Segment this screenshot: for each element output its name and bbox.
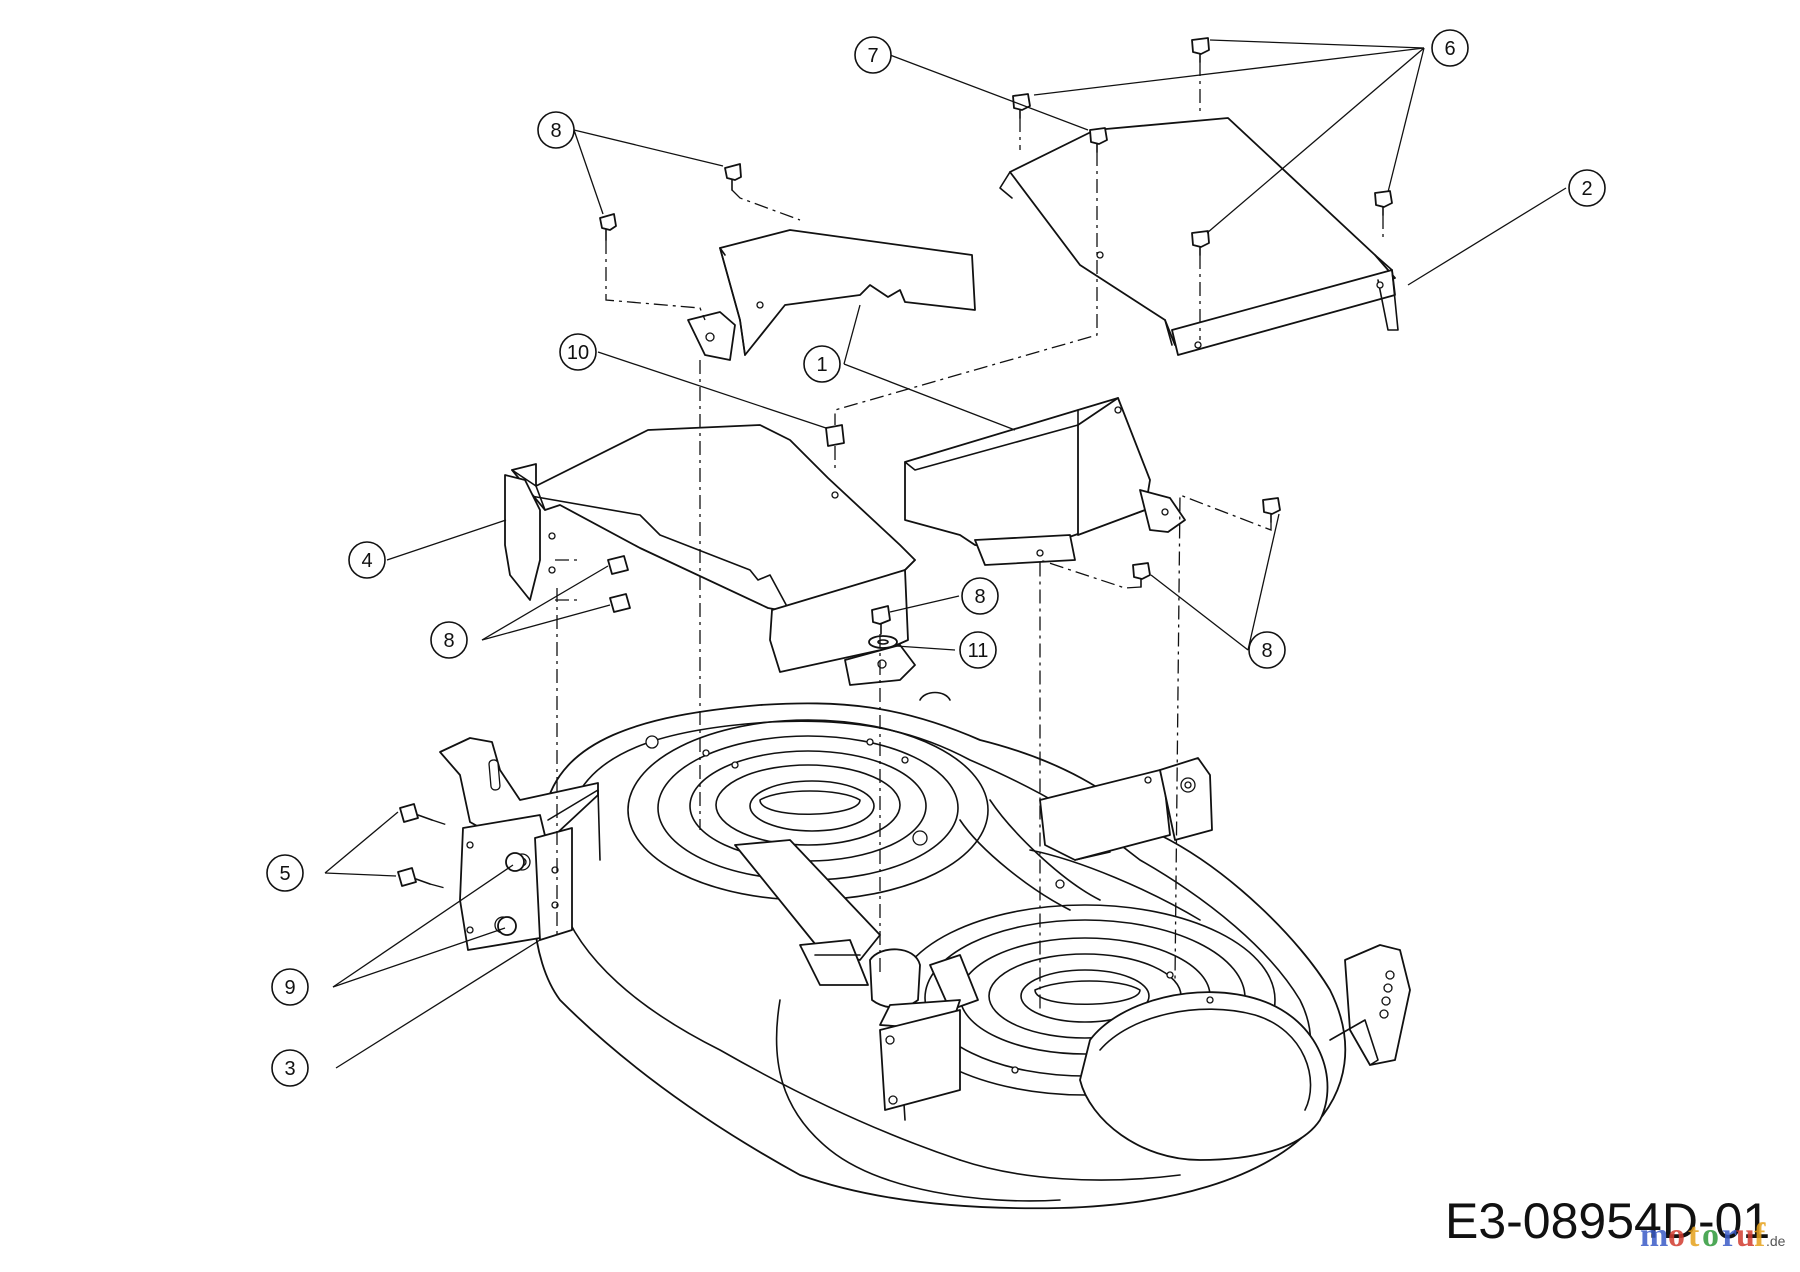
- assembly-lines: [429, 62, 1384, 1015]
- svg-text:t: t: [1688, 1217, 1700, 1254]
- fasteners: [397, 37, 1393, 936]
- svg-text:8: 8: [443, 630, 454, 652]
- callout-6: 6: [1431, 29, 1469, 67]
- callout-8-right: 8: [1248, 631, 1286, 669]
- svg-text:u: u: [1736, 1217, 1755, 1254]
- callout-9: 9: [271, 968, 309, 1006]
- drawing-code: E3-08954D-01: [1445, 1193, 1770, 1249]
- callout-8-left: 8: [430, 621, 468, 659]
- svg-text:10: 10: [567, 342, 589, 364]
- callouts: 1 2 3 4 5 6 7 8 8 8 8 9 10 11: [266, 29, 1606, 1087]
- svg-text:r: r: [1722, 1217, 1737, 1254]
- upper-left-cover: [687, 229, 976, 361]
- lower-right-cover: [904, 397, 1186, 566]
- callout-10: 10: [559, 333, 597, 371]
- svg-text:3: 3: [284, 1058, 295, 1080]
- svg-text:8: 8: [550, 120, 561, 142]
- svg-text:4: 4: [361, 550, 372, 572]
- callout-5: 5: [266, 854, 304, 892]
- svg-text:o: o: [1702, 1217, 1719, 1254]
- left-deck-cover: [504, 424, 916, 686]
- svg-text:f: f: [1754, 1217, 1766, 1254]
- svg-text:7: 7: [867, 45, 878, 67]
- svg-text:9: 9: [284, 977, 295, 999]
- svg-text:2: 2: [1581, 178, 1592, 200]
- callout-8-center: 8: [961, 577, 999, 615]
- svg-text:8: 8: [1261, 640, 1272, 662]
- callout-4: 4: [348, 541, 386, 579]
- callout-1: 1: [803, 345, 841, 383]
- callout-2: 2: [1568, 169, 1606, 207]
- svg-text:8: 8: [974, 586, 985, 608]
- svg-text:5: 5: [279, 863, 290, 885]
- rear-right-hanger-bracket: [1039, 757, 1213, 861]
- svg-text:1: 1: [816, 354, 827, 376]
- callout-8-top-left: 8: [537, 111, 575, 149]
- leader-lines: [324, 39, 1567, 1069]
- callout-11: 11: [959, 631, 997, 669]
- svg-text:.de: .de: [1766, 1233, 1786, 1249]
- callout-3: 3: [271, 1049, 309, 1087]
- svg-text:o: o: [1668, 1217, 1685, 1254]
- svg-text:m: m: [1640, 1217, 1668, 1254]
- mower-deck: [532, 691, 1411, 1210]
- callout-7: 7: [854, 36, 892, 74]
- svg-text:11: 11: [968, 640, 989, 662]
- svg-text:6: 6: [1444, 38, 1455, 60]
